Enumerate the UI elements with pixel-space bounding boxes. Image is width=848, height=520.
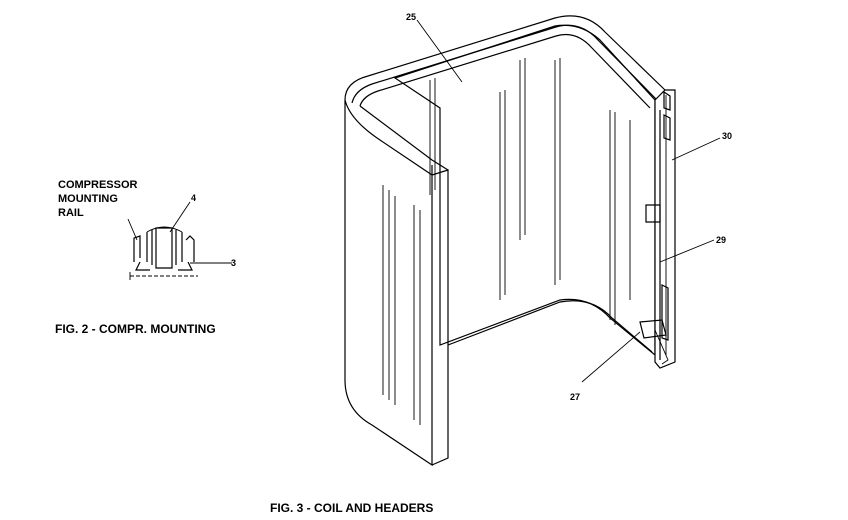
- rail-label-line-3: RAIL: [58, 207, 84, 219]
- callout-30: 30: [722, 131, 733, 141]
- callout-29: 29: [716, 235, 727, 245]
- callout-3: 3: [231, 258, 237, 268]
- callout-27: 27: [570, 392, 581, 402]
- rail-label-line-1: COMPRESSOR: [58, 179, 138, 191]
- rail-label-line-2: MOUNTING: [58, 193, 118, 205]
- fig2-caption: FIG. 2 - COMPR. MOUNTING: [55, 322, 216, 336]
- callout-25: 25: [406, 12, 417, 22]
- compressor-mounting-drawing: [127, 201, 232, 280]
- coil-drawing: [344, 15, 721, 467]
- fig3-caption: FIG. 3 - COIL AND HEADERS: [270, 501, 434, 515]
- callout-4: 4: [191, 193, 197, 203]
